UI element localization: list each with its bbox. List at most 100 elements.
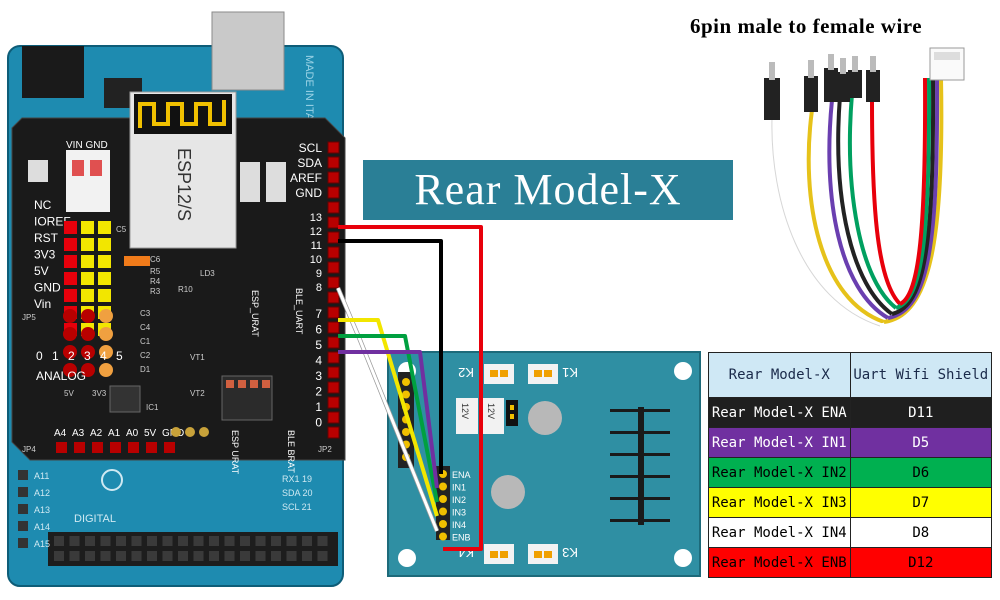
silkscreen-label: VT2 bbox=[190, 389, 205, 398]
header-pin-yellow bbox=[98, 272, 111, 285]
antenna-trace-icon bbox=[138, 100, 226, 128]
driver-pin-label: IN3 bbox=[452, 508, 466, 518]
header-hole bbox=[81, 327, 95, 341]
silkscreen-label: VT1 bbox=[190, 353, 205, 362]
driver-pin bbox=[439, 520, 447, 528]
heatsink-fins bbox=[610, 409, 670, 522]
header-pin bbox=[327, 411, 340, 424]
header-pin-yellow bbox=[81, 255, 94, 268]
silkscreen-label: C2 bbox=[140, 351, 151, 360]
header-pin-red bbox=[64, 272, 77, 285]
silkscreen-label: JP5 bbox=[22, 313, 36, 322]
table-cell-pin: D5 bbox=[849, 427, 992, 458]
analog-pin-label: 4 bbox=[100, 349, 107, 363]
table-cell-module: Rear Model-X ENB bbox=[708, 547, 851, 578]
mega-pin bbox=[255, 551, 266, 561]
wire-in3 bbox=[338, 318, 439, 517]
driver-pin bbox=[439, 482, 447, 491]
shield-top-right-pin-label: GND bbox=[295, 186, 322, 200]
mega-pin-pair-label: SDA 20 bbox=[282, 488, 313, 498]
shield-digital-pin-label: 4 bbox=[315, 354, 322, 368]
silkscreen-label: JP2 bbox=[318, 445, 332, 454]
header-hole bbox=[81, 363, 95, 377]
driver-pin-label: ENB bbox=[452, 533, 471, 543]
wire-in2 bbox=[338, 334, 439, 503]
shield-left-pin-label: 3V3 bbox=[34, 248, 56, 262]
shield-digital-pin-label: 9 bbox=[316, 268, 322, 280]
shield-bottom-label: A0 bbox=[126, 428, 139, 439]
capacitor-2 bbox=[491, 475, 525, 509]
bottom-header-pin bbox=[56, 442, 67, 453]
driver-pin bbox=[439, 532, 447, 541]
mega-pin bbox=[178, 551, 188, 561]
mega-pin bbox=[85, 551, 95, 561]
driver-pin-left bbox=[402, 428, 410, 436]
mega-a-pin bbox=[18, 504, 28, 514]
wire-caption: 6pin male to female wire bbox=[690, 14, 923, 38]
analog-pin-label: 0 bbox=[36, 349, 43, 363]
heatsink-base bbox=[638, 407, 644, 525]
heatsink-fin bbox=[610, 475, 670, 478]
analog-pin-label: 3 bbox=[84, 349, 91, 363]
power-terminal-a bbox=[456, 398, 478, 434]
mega-pin bbox=[209, 536, 219, 546]
power-header-label: VIN GND bbox=[66, 140, 108, 151]
header-pin bbox=[327, 246, 340, 259]
switch-label: BLE BRAT bbox=[286, 430, 296, 473]
switch-label: BLE_UART bbox=[294, 288, 304, 335]
header-hole bbox=[63, 363, 77, 377]
mega-pin bbox=[162, 551, 173, 561]
bottom-header-pin bbox=[74, 442, 85, 453]
shield-grove-ports bbox=[221, 375, 273, 421]
mega-pin bbox=[116, 551, 126, 561]
power-terminal bbox=[66, 150, 110, 212]
header-hole bbox=[99, 309, 113, 323]
mega-pin bbox=[116, 536, 126, 546]
mega-a-pin bbox=[18, 521, 28, 531]
wire-enb bbox=[338, 225, 483, 551]
mega-pin bbox=[100, 551, 111, 561]
pin-mapping-table: Rear Model-X Uart Wifi Shield Rear Model… bbox=[708, 352, 992, 578]
mega-a-pin-label: A15 bbox=[34, 539, 50, 549]
header-hole bbox=[81, 345, 95, 359]
capacitor-1 bbox=[528, 401, 562, 435]
heatsink-fin bbox=[610, 431, 670, 434]
heatsink-fin bbox=[610, 409, 670, 412]
bottom-header-pin bbox=[92, 442, 103, 453]
silkscreen-label: IC1 bbox=[146, 403, 159, 412]
led-c6 bbox=[124, 256, 150, 266]
header-pin-yellow bbox=[81, 221, 94, 234]
header-pin bbox=[327, 186, 340, 199]
shield-left-pin-label: RST bbox=[34, 231, 59, 245]
bottom-header-pin bbox=[146, 442, 157, 453]
header-pin bbox=[327, 381, 340, 394]
k3-label: K3 bbox=[562, 545, 578, 560]
mega-pin bbox=[131, 551, 142, 561]
header-pin bbox=[327, 276, 340, 289]
silkscreen-label: C1 bbox=[140, 337, 151, 346]
heatsink-fin bbox=[610, 497, 670, 500]
connector-k1 bbox=[528, 364, 558, 384]
mega-a-pin-label: A12 bbox=[34, 488, 50, 498]
header-pin bbox=[327, 366, 340, 379]
wire-in1 bbox=[338, 350, 439, 489]
table-header-row: Rear Model-X Uart Wifi Shield bbox=[708, 352, 992, 398]
header-pin bbox=[327, 351, 340, 364]
silkscreen-label: C5 bbox=[116, 225, 127, 234]
switch-2 bbox=[266, 162, 286, 202]
shield-top-right-pin-label: SDA bbox=[297, 156, 322, 170]
digital-label: DIGITAL bbox=[74, 513, 116, 525]
shield-digital-pin-label: 12 bbox=[310, 226, 322, 238]
driver-pin-left bbox=[402, 378, 410, 386]
silkscreen-label: C3 bbox=[140, 309, 151, 318]
table-cell-module: Rear Model-X IN4 bbox=[708, 517, 851, 548]
k1-label: K1 bbox=[562, 365, 578, 380]
arduino-logo-icon bbox=[101, 469, 123, 491]
header-pin-red bbox=[64, 221, 77, 234]
mega-pin bbox=[255, 536, 266, 546]
